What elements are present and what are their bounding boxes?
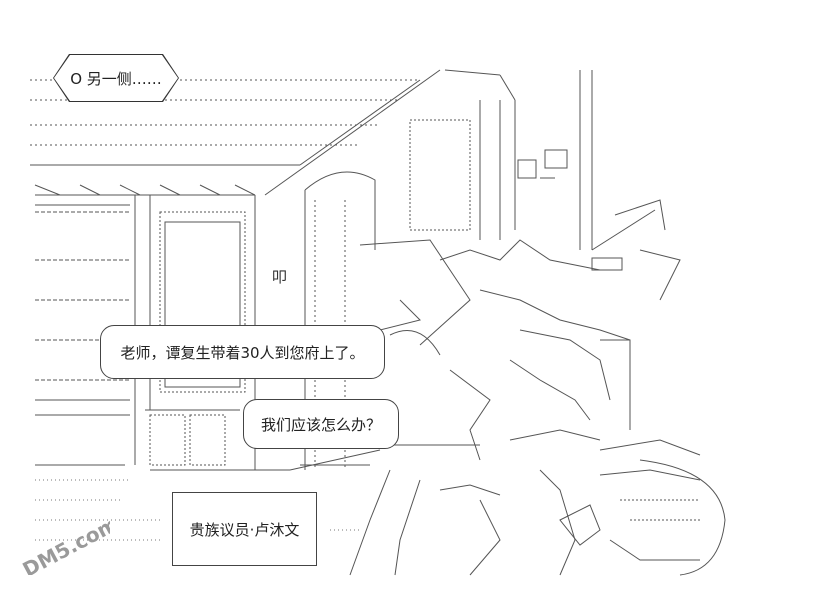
speech-bubble-report: 老师，谭复生带着30人到您府上了。 (100, 325, 385, 379)
characters-lines (349, 199, 726, 576)
character-name-caption: 贵族议员·卢沐文 (172, 492, 317, 566)
watermark-icon: DM5.com (19, 512, 122, 582)
door-sign: 叩 (272, 266, 287, 287)
watermark-logo: DM5.com (10, 505, 122, 582)
narration-text: O 另一侧…… (70, 69, 162, 88)
speech-text-report: 老师，谭复生带着30人到您府上了。 (120, 343, 365, 362)
dotted-ground (35, 479, 360, 541)
speech-text-question: 我们应该怎么办？ (260, 415, 381, 434)
door-sign-text: 叩 (272, 268, 288, 286)
character-name: 贵族议员·卢沐文 (189, 520, 300, 539)
narration-bubble: O 另一侧…… (53, 54, 179, 102)
speech-bubble-question: 我们应该怎么办？ (243, 399, 399, 449)
watermark-text: DM5.com (19, 512, 110, 575)
